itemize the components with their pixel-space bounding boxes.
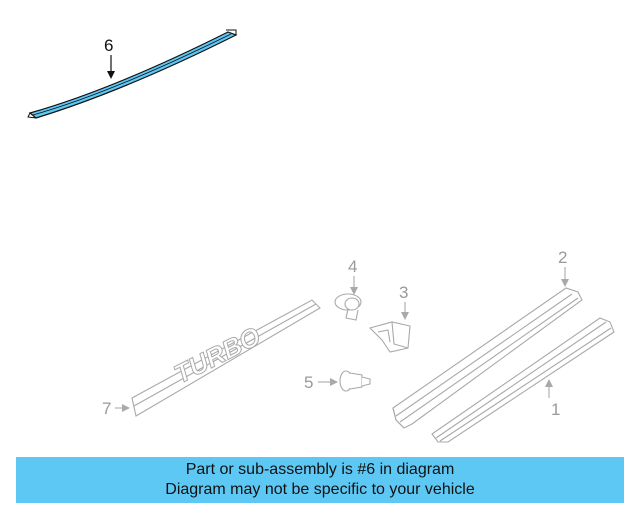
banner-line-2: Diagram may not be specific to your vehi… [165, 481, 475, 498]
callout-2[interactable]: 2 [558, 248, 567, 267]
part-7-emblem-molding[interactable] [131, 299, 321, 417]
part-5-screw[interactable] [339, 370, 371, 392]
callout-5[interactable]: 5 [304, 373, 313, 392]
callout-7[interactable]: 7 [102, 399, 111, 418]
part-4-push-clip[interactable] [334, 293, 362, 321]
emblem-text: TURBO [169, 321, 265, 390]
banner-line-1: Part or sub-assembly is #6 in diagram [185, 461, 455, 478]
callout-6[interactable]: 6 [104, 36, 113, 55]
part-1-rocker-molding[interactable] [431, 317, 615, 443]
part-2-rocker-molding[interactable] [392, 287, 583, 429]
part-3-retainer-clip[interactable] [368, 321, 411, 353]
callout-1[interactable]: 1 [551, 400, 560, 419]
info-banner: Part or sub-assembly is #6 in diagram Di… [16, 457, 624, 503]
callout-3[interactable]: 3 [399, 283, 408, 302]
callout-4[interactable]: 4 [348, 257, 357, 276]
part-6-roof-molding[interactable] [27, 29, 238, 119]
